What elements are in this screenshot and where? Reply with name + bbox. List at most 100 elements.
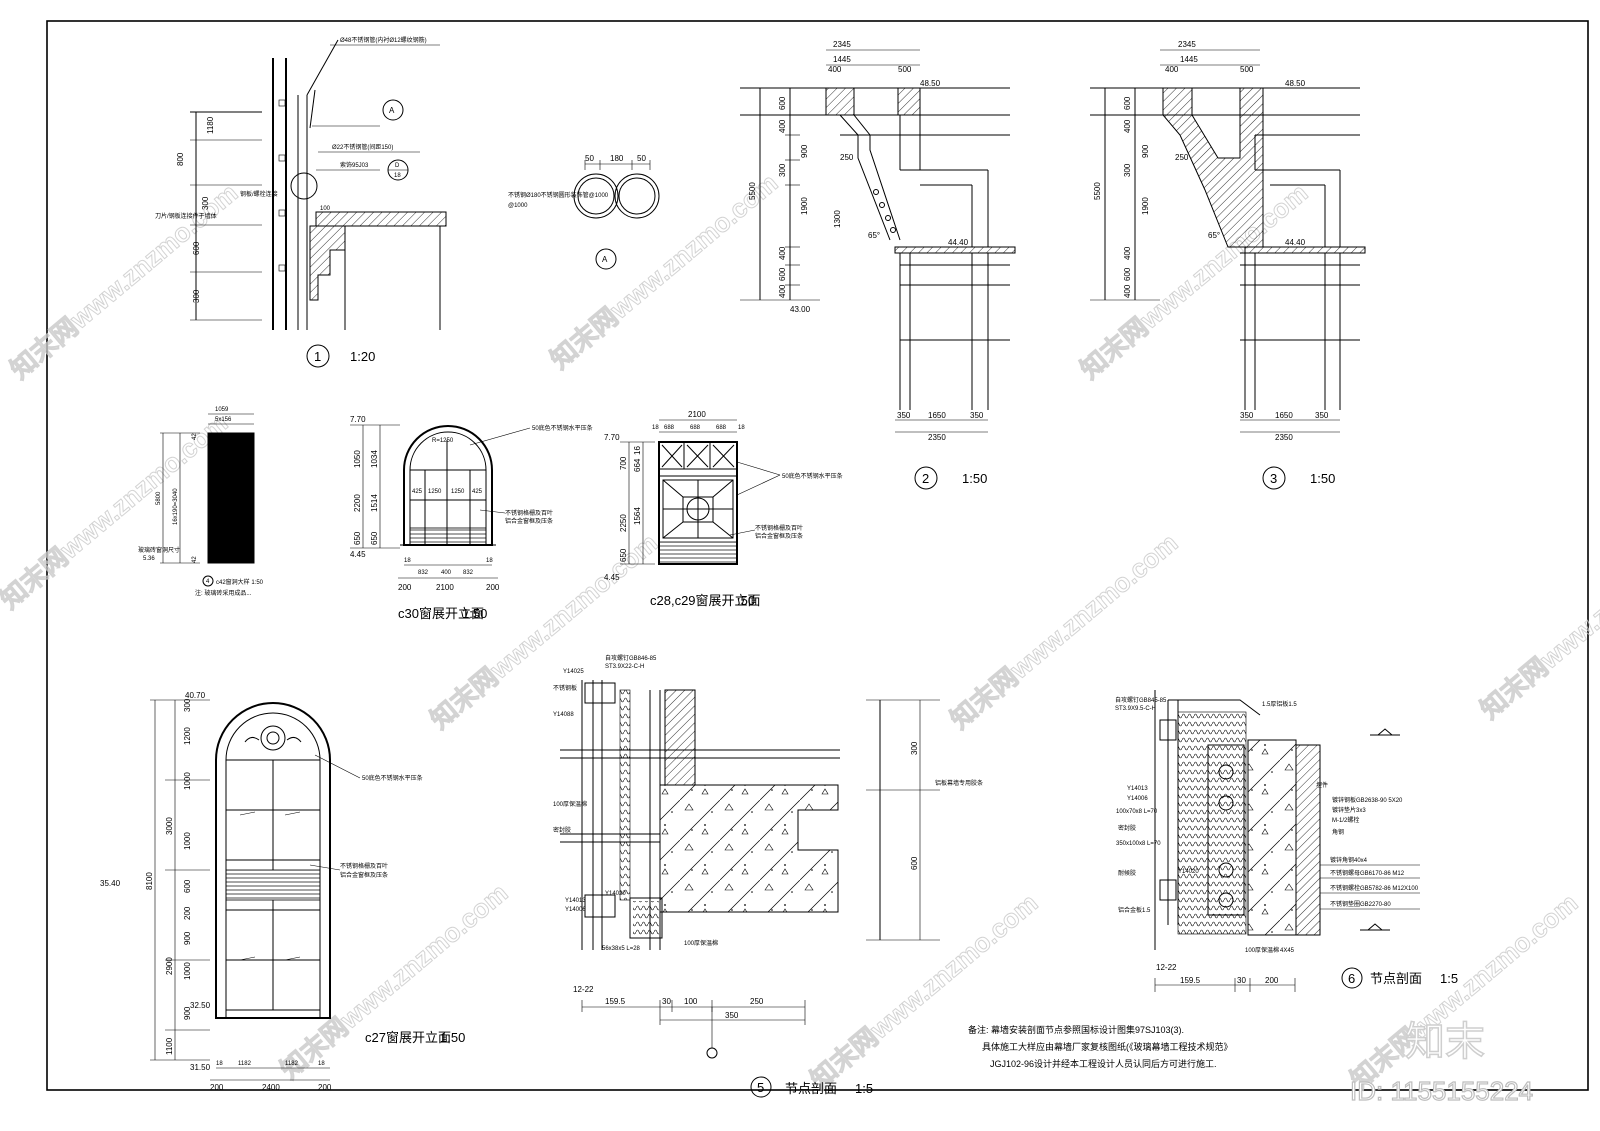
dim-label: 688 [664, 425, 675, 431]
dim-label: 400 [778, 119, 787, 133]
dim-label: 2100 [688, 410, 706, 419]
callout-a: A [389, 106, 395, 115]
spacing-note: @1000 [508, 203, 528, 209]
leader-note: M-1/2螺栓 [1332, 816, 1359, 824]
leader-note: Ø48不锈钢管(内衬Ø12螺纹钢筋) [340, 36, 427, 44]
dim-label: 50 [637, 154, 646, 163]
dim-label: 650 [353, 531, 362, 545]
level-label: 4.45 [350, 550, 366, 559]
dim-label: 30 [662, 997, 671, 1006]
dim-label: 600 [910, 856, 919, 870]
dim-label: 2345 [833, 40, 851, 49]
dim-label: 159.5 [605, 997, 626, 1006]
detail-title: 节点剖面 [785, 1081, 837, 1096]
dim-label: 650 [619, 548, 628, 562]
dim-label: 300 [192, 289, 201, 303]
dim-label: 1182 [238, 1061, 252, 1067]
leader-note: 100厚保温棉 [1245, 946, 1279, 954]
level-label: 40.70 [185, 691, 206, 700]
leader-note: 350x100x8 L=70 [1116, 841, 1161, 847]
level-label: 44.40 [948, 238, 969, 247]
brand-logo-text: 知末 [1405, 1019, 1485, 1065]
level-label: 35.40 [100, 879, 121, 888]
level-label: 48.50 [1285, 79, 1306, 88]
dim-label: 180 [610, 154, 624, 163]
dim-label: 2250 [619, 514, 628, 532]
drawing-id: ID: 1155155224 [1350, 1076, 1533, 1106]
dim-label: 832 [418, 570, 429, 576]
dim-label: 688 [690, 425, 701, 431]
leader-note: ST3.9X22-C-H [605, 664, 644, 670]
inner-label: 1250 [428, 489, 442, 495]
leader-note: 埋件 [1316, 781, 1328, 789]
dim-label: 250 [750, 997, 764, 1006]
leader-note: 不锈钢格栅及百叶 [340, 862, 388, 870]
dim-label: 400 [778, 246, 787, 260]
dim-label: 200 [183, 906, 192, 920]
callout-d-bottom: 18 [394, 173, 401, 179]
dim-label: 400 [1123, 284, 1132, 298]
dim-label: 664 [633, 458, 642, 472]
watermark-text: 知末网www.znzmo.com [0, 407, 233, 614]
leader-note: 100 [320, 206, 331, 212]
angle-label: 65° [1208, 231, 1220, 240]
detail-6: 自攻螺钉GB845-85 ST3.9X9.5-C-H 1.5厚铝板1.5 Y14… [1115, 690, 1458, 992]
dim-label: 18 [738, 425, 745, 431]
c27-elevation: 40.70 35.40 32.50 31.50 8100 3000 2900 1… [100, 691, 465, 1092]
detail-5: 300 600 铝板幕墙专用胶条 自攻螺钉GB846-85 ST3.9X22-C… [553, 654, 983, 1098]
dim-label: 600 [778, 96, 787, 110]
leader-note: 不锈钢垫圈GB2270-80 [1330, 900, 1391, 908]
leader-note: 100x70x8 L=70 [1116, 809, 1158, 815]
leader-note: Y14025 [563, 669, 584, 675]
dim-label: 18 [486, 558, 493, 564]
dim-label: 2100 [436, 583, 454, 592]
leader-note: 1.5厚铝板1.5 [1262, 700, 1297, 708]
dim-label: 350 [970, 411, 984, 420]
leader-note: 密封胶 [553, 826, 571, 834]
level-label: 48.50 [920, 79, 941, 88]
dim-label: 688 [716, 425, 727, 431]
c28-c29-elevation: 2100 688 688 688 18 18 7.70 4.45 700 225… [604, 410, 843, 608]
dim-label: 1300 [833, 210, 842, 228]
detail-title: c42窗洞大样 1:50 [216, 578, 264, 586]
detail-2: 2345 1445 400 500 48.50 44.40 43.00 5500… [740, 40, 1016, 490]
dim-label: 5800 [156, 491, 162, 505]
detail-title: 节点剖面 [1370, 971, 1422, 986]
dim-label: 900 [1141, 144, 1150, 158]
dim-label: 50 [585, 154, 594, 163]
inner-label: 425 [412, 489, 423, 495]
leader-note: ST3.9X9.5-C-H [1115, 706, 1156, 712]
callout-d-top: D [395, 163, 400, 169]
dim-label: 600 [1123, 267, 1132, 281]
leader-note: 镀锌角钢40x4 [1330, 856, 1368, 864]
dim-label: 12-22 [1156, 963, 1177, 972]
dim-label: 18 [216, 1061, 223, 1067]
leader-note: 不锈钢板 [553, 684, 577, 692]
dim-label: 300 [910, 741, 919, 755]
leader-note: 50底色不锈钢水平压条 [782, 472, 843, 480]
leader-note: 密封胶 [1118, 824, 1136, 832]
dim-label: 250 [840, 153, 854, 162]
leader-note: 索饰95J03 [340, 161, 369, 169]
dim-label: 3000 [165, 817, 174, 835]
dim-label: 900 [800, 144, 809, 158]
dim-label: 200 [486, 583, 500, 592]
dim-label: 1650 [1275, 411, 1293, 420]
dim-label: 1034 [370, 450, 379, 468]
detail-number: 3 [1270, 471, 1277, 486]
leader-note: Y14088 [553, 712, 574, 718]
dim-label: 16 [633, 446, 642, 455]
dim-label: 900 [183, 931, 192, 945]
level-label: 4.45 [604, 573, 620, 582]
dim-label: 1650 [928, 411, 946, 420]
dim-label: 300 [201, 196, 210, 210]
dim-label: 2350 [928, 433, 946, 442]
dim-label: 30 [1237, 976, 1246, 985]
dim-label: 1514 [370, 494, 379, 512]
dim-label: 42 [192, 556, 198, 563]
detail-a: 50 180 50 不锈钢Ø180不锈钢圆形装饰管@1000 @1000 A [508, 154, 660, 270]
detail-scale: 1:50 [1310, 471, 1335, 486]
dim-label: 2900 [165, 957, 174, 975]
dim-label: 200 [398, 583, 412, 592]
